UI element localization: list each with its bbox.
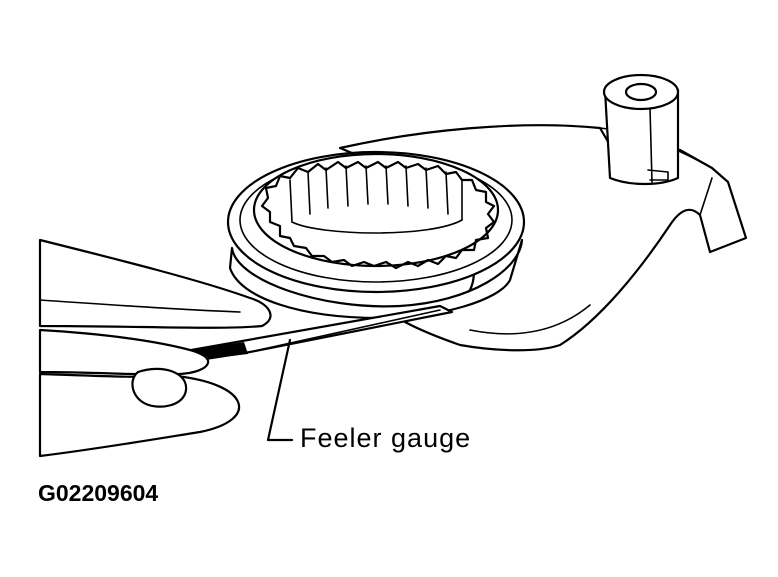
synchronizer-ring bbox=[226, 150, 526, 320]
shift-fork-tip-edge bbox=[699, 177, 713, 216]
feeler-gauge-leader-line bbox=[266, 338, 294, 442]
hand-thumb-top bbox=[38, 238, 272, 329]
feeler-gauge-callout-label: Feeler gauge bbox=[300, 423, 472, 453]
shift-fork-lower-edge bbox=[469, 304, 591, 335]
fork-pin-hole bbox=[624, 82, 658, 102]
fork-pin-body bbox=[603, 88, 680, 186]
ring-tooth-faces bbox=[289, 165, 463, 223]
feeler-gauge bbox=[178, 304, 454, 364]
ring-inner-floor bbox=[291, 219, 463, 234]
hand-palm bbox=[38, 328, 210, 376]
hand-crease bbox=[39, 299, 241, 313]
ring-cone-lower bbox=[228, 238, 524, 320]
ring-internal-teeth bbox=[260, 160, 496, 270]
hand-fingernail bbox=[131, 367, 188, 408]
feeler-gauge-edge bbox=[249, 309, 441, 353]
hand bbox=[38, 238, 272, 458]
fork-pin-slot bbox=[647, 169, 669, 181]
figure-id-label: G02209604 bbox=[38, 480, 159, 506]
fork-pin bbox=[602, 73, 680, 186]
hand-finger bbox=[38, 372, 241, 458]
